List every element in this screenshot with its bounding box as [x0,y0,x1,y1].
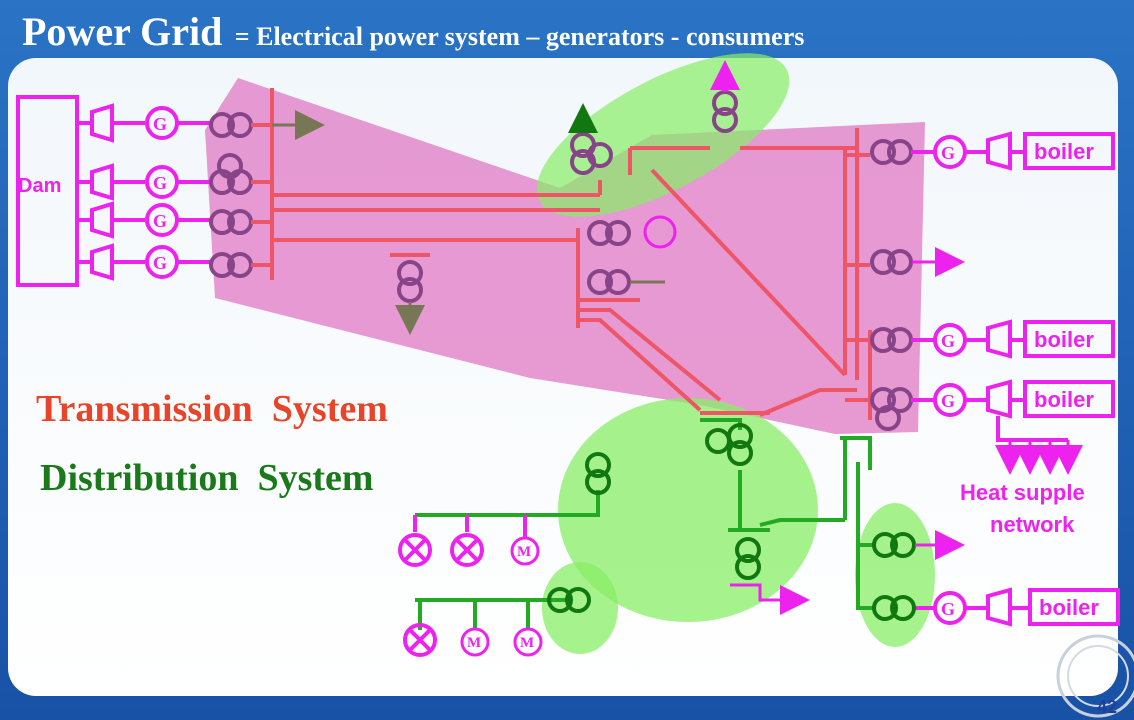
motor-icon [460,536,543,657]
transformer-icon [397,90,913,431]
distribution-load-line [730,583,810,615]
generator-icon: G [941,391,955,411]
transmission-lines [251,88,872,420]
motor-label: M [520,635,534,651]
distribution-region-small [542,562,618,654]
heat-network-label-2: network [990,512,1075,537]
distribution-region-right [855,503,935,647]
page-number: 42 [1097,697,1117,717]
generator-icon: G [153,114,167,134]
title-main: Power Grid [22,9,223,54]
boiler-label: boiler [1034,327,1094,352]
lamp-load-icon [398,533,484,657]
transmission-system-label: Transmission System [36,388,388,430]
hydro-units [77,103,210,281]
generator-icon: G [153,173,167,193]
boiler-label: boiler [1034,387,1094,412]
heat-network-label: Heat supple [960,480,1085,505]
heat-supply-arrows [995,440,1083,475]
boiler-label: boiler [1039,595,1099,620]
university-seal [1056,634,1134,718]
distribution-lines [415,418,875,630]
motor-label: M [517,544,531,560]
distribution-region-top [536,53,790,217]
distribution-system-label: Distribution System [40,457,374,499]
transmission-region [205,78,925,434]
generator-icon: G [941,331,955,351]
motor-label: M [467,635,481,651]
thermal-units [911,131,1120,627]
dam-label: Dam [18,175,61,197]
title-subtitle: = Electrical power system – generators -… [234,22,805,51]
generator-icon: G [153,253,167,273]
distribution-region-main [558,398,818,622]
slide-title: Power Grid = Electrical power system – g… [22,8,804,55]
load-icon [643,215,677,249]
generator-icon: G [941,599,955,619]
boiler-label: boiler [1034,139,1094,164]
dam [16,95,79,287]
generator-icon: G [153,211,167,231]
load-feeders [413,515,527,538]
transformer-icon [547,423,916,621]
generator-icon: G [941,143,955,163]
